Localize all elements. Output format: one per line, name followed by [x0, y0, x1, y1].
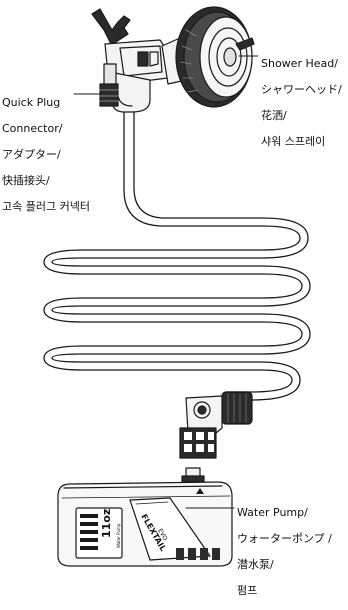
shower-head-label-line: シャワーヘッド/ — [261, 83, 342, 96]
shower-head-label: Shower Head/ シャワーヘッド/ 花洒/ 샤워 스프레이 — [261, 44, 342, 161]
diagram-illustration: FLEXTAIL EVO 11oz Water Pump — [43, 6, 311, 567]
quick-plug-label-line: 快插接头/ — [2, 174, 50, 187]
water-pump-label-line: ウォーターポンプ / — [237, 532, 332, 545]
water-pump-label: Water Pump/ ウォーターポンプ / 潜水泵/ 펌프 — [237, 493, 332, 610]
shower-head-assembly — [91, 6, 259, 113]
product-diagram: FLEXTAIL EVO 11oz Water Pump — [43, 6, 311, 567]
quick-plug-label-line: Connector/ — [2, 122, 63, 135]
water-pump-label-line: 펌프 — [237, 584, 258, 597]
water-pump-label-line: 潜水泵/ — [237, 558, 274, 571]
pump-side-text: Water Pump — [116, 523, 121, 548]
shower-head-label-line: 샤워 스프레이 — [261, 135, 326, 148]
water-pump — [57, 467, 235, 567]
hose — [43, 111, 311, 401]
pump-model-text: 11oz — [100, 509, 113, 538]
lower-connector — [179, 391, 253, 459]
shower-head-label-line: Shower Head/ — [261, 57, 338, 70]
quick-plug-label-line: アダプター/ — [2, 148, 61, 161]
quick-plug-label: Quick Plug Connector/ アダプター/ 快插接头/ 고속 플러… — [2, 83, 90, 226]
quick-plug-label-line: Quick Plug — [2, 96, 61, 109]
water-pump-label-line: Water Pump/ — [237, 506, 308, 519]
shower-head-label-line: 花洒/ — [261, 109, 287, 122]
quick-plug-label-line: 고속 플러그 커넥터 — [2, 200, 90, 213]
